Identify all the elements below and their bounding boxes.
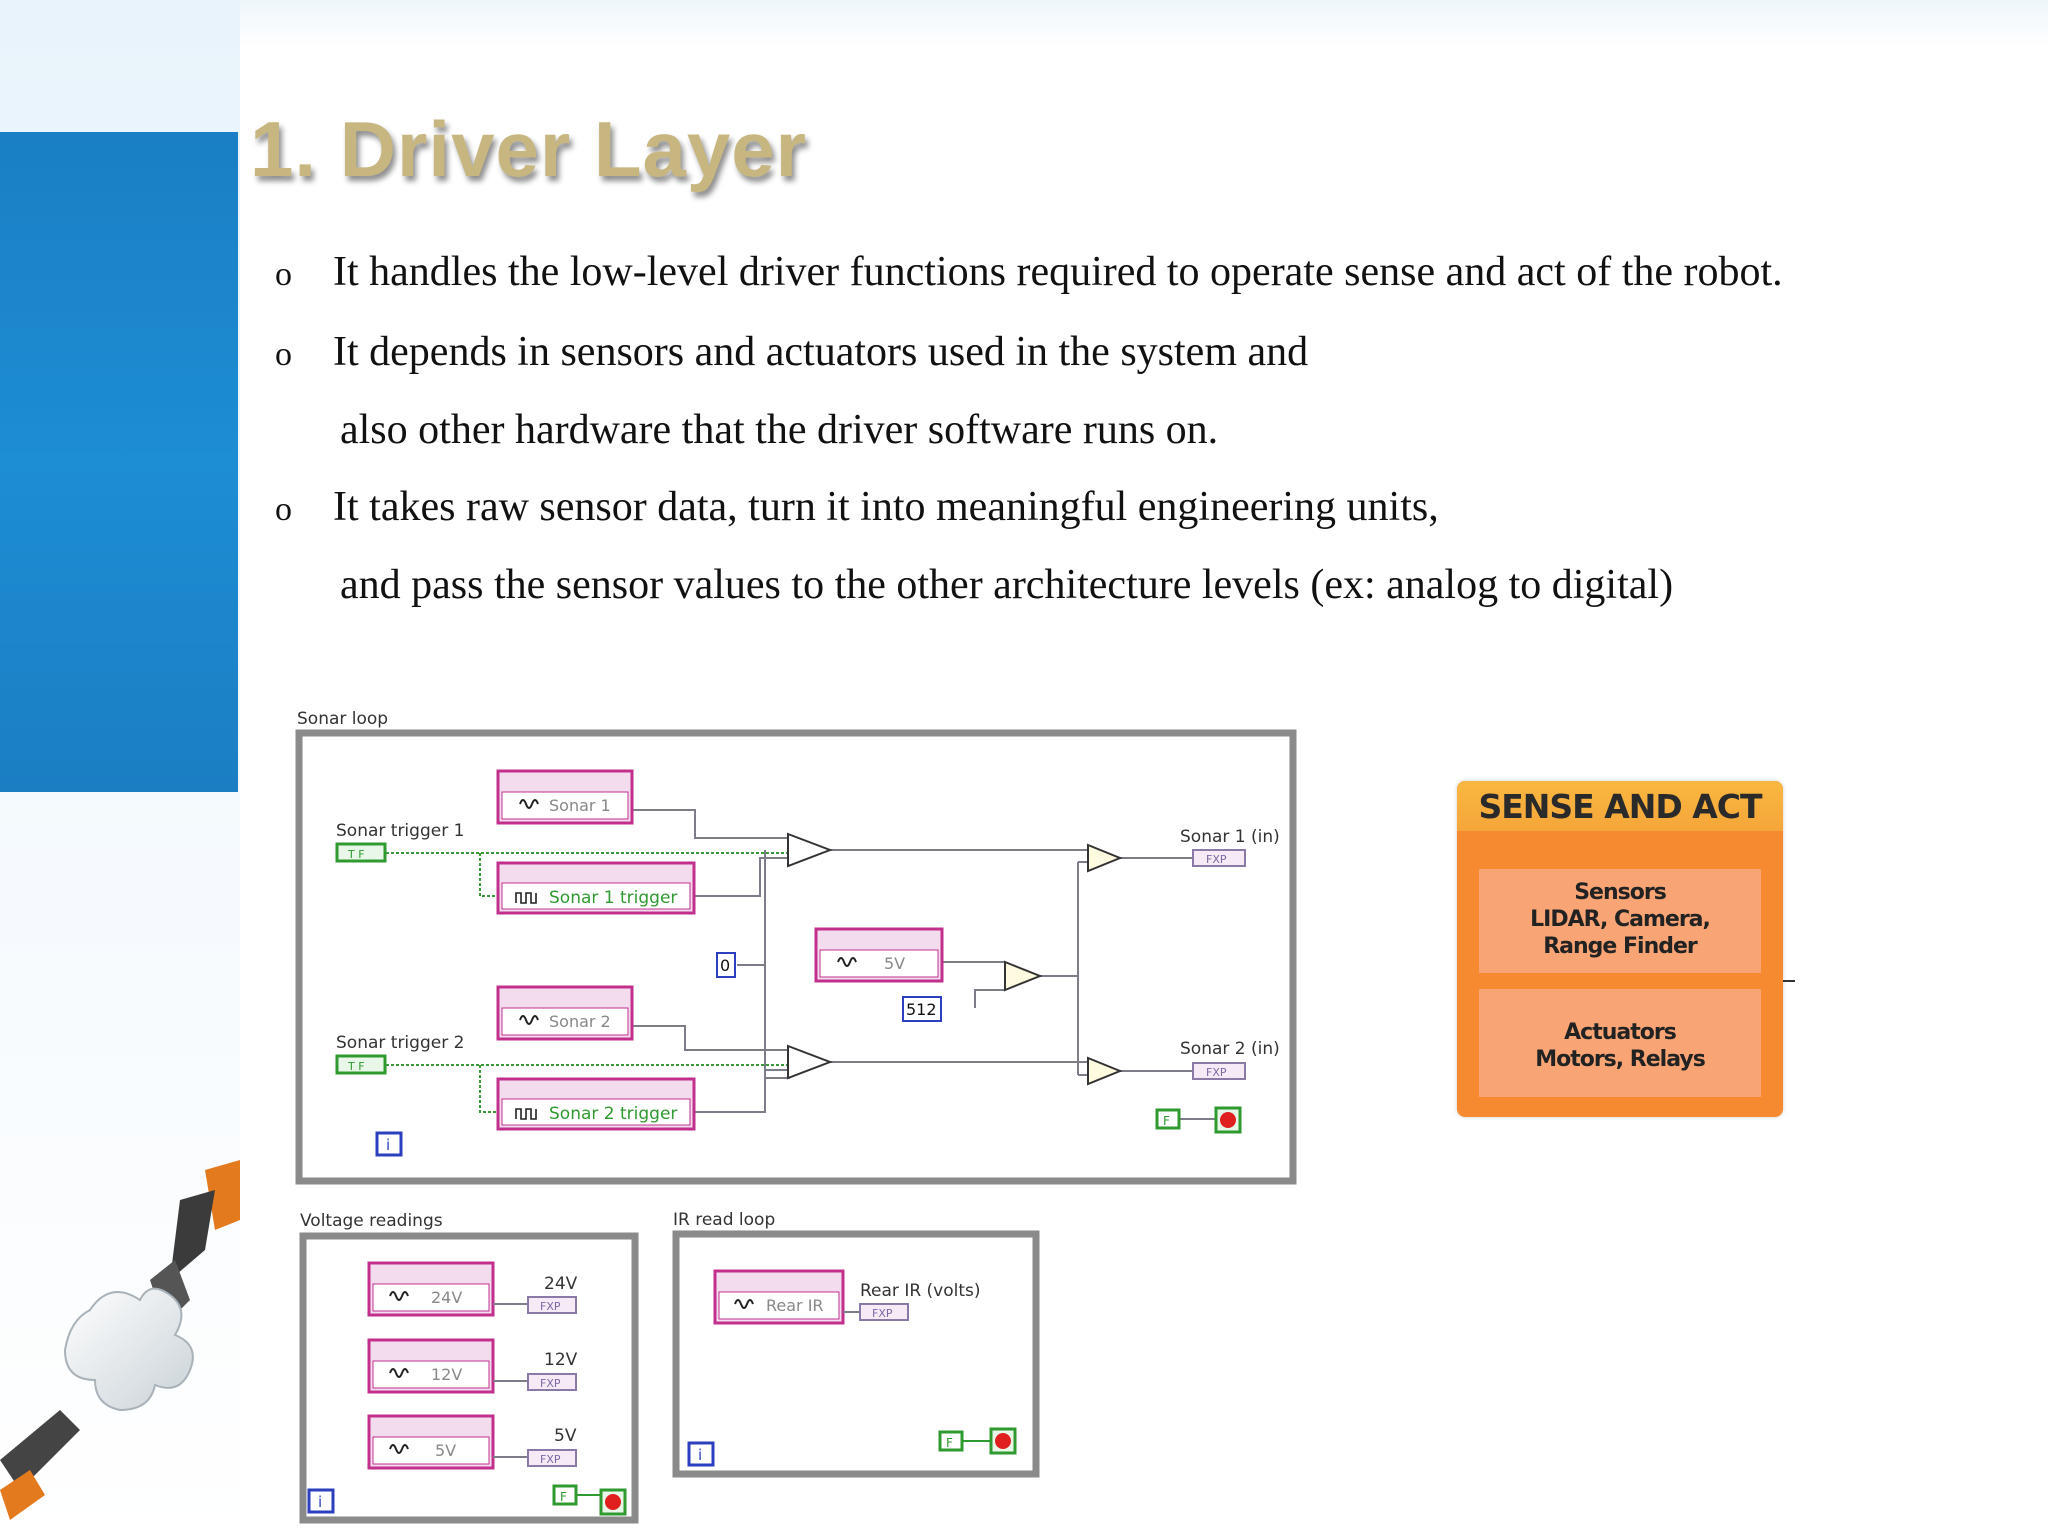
bool-const-1: T F — [347, 848, 365, 861]
voltage-loop-label: Voltage readings — [300, 1211, 443, 1231]
divide-node-1[interactable] — [1087, 843, 1123, 873]
actuators-line: Actuators — [1564, 1020, 1677, 1045]
sense-and-act-panel: SENSE AND ACT Sensors LIDAR, Camera, Ran… — [1457, 781, 1783, 1117]
bullet-continuation: and pass the sensor values to the other … — [340, 562, 1674, 608]
sonar-trigger-1-control[interactable] — [335, 842, 387, 863]
sensors-line: LIDAR, Camera, — [1530, 907, 1711, 932]
bool-const-2: T F — [347, 1060, 365, 1073]
connector-tick — [1783, 980, 1795, 982]
actuators-box: Actuators Motors, Relays — [1479, 989, 1761, 1097]
bullet-mark: o — [275, 336, 292, 373]
rear-ir-output-indicator — [859, 1303, 909, 1321]
bullet-mark: o — [275, 491, 292, 528]
voltage-loop-iteration — [307, 1488, 335, 1514]
constant-512-value: 512 — [906, 1000, 937, 1019]
sonar-2-trigger-label: Sonar 2 trigger — [549, 1104, 677, 1124]
divide-node-2[interactable] — [1087, 1056, 1123, 1086]
bullet-item: o It takes raw sensor data, turn it into … — [275, 483, 1439, 531]
bullet-mark: o — [275, 256, 292, 293]
voltage-24v-out-label: 24V — [544, 1274, 578, 1294]
sense-and-act-title: SENSE AND ACT — [1457, 781, 1783, 831]
select-node-2[interactable] — [787, 1044, 833, 1080]
bullet-item: o It handles the low-level driver functio… — [275, 248, 1783, 296]
zero-constant[interactable] — [716, 952, 736, 978]
voltage-24v-label: 24V — [431, 1288, 462, 1307]
rear-ir-output-fxp: FXP — [872, 1307, 893, 1320]
5v-label: 5V — [884, 954, 905, 973]
ir-loop-false-f: F — [946, 1436, 953, 1450]
bullet-item: o It depends in sensors and actuators use… — [275, 328, 1308, 376]
sonar-1-output-label: Sonar 1 (in) — [1180, 827, 1280, 847]
sonar-1-output-fxp: FXP — [1206, 853, 1227, 866]
voltage-item-12v: 12V 12V FXP — [367, 1338, 578, 1394]
ir-loop-label: IR read loop — [673, 1210, 775, 1230]
top-bar — [240, 0, 2048, 48]
voltage-5v-label: 5V — [435, 1441, 456, 1460]
sonar-2-output-indicator — [1192, 1062, 1246, 1080]
bullet-text: It takes raw sensor data, turn it into m… — [333, 484, 1439, 530]
sensors-line: Range Finder — [1543, 934, 1698, 959]
select-node-1[interactable] — [787, 832, 833, 868]
voltage-loop-iteration-i: i — [318, 1493, 322, 1511]
voltage-5v-out-label: 5V — [554, 1426, 577, 1446]
sonar-1-output-indicator — [1192, 849, 1246, 867]
zero-constant-value: 0 — [720, 956, 730, 975]
ir-loop-iteration-i: i — [698, 1446, 702, 1464]
sonar-1-trigger-label: Sonar 1 trigger — [549, 888, 677, 908]
sensors-box: Sensors LIDAR, Camera, Range Finder — [1479, 869, 1761, 973]
slide-title: 1. Driver Layer — [250, 105, 808, 193]
voltage-24v-fxp: FXP — [540, 1300, 561, 1313]
bullet-continuation: also other hardware that the driver soft… — [340, 407, 1219, 453]
ir-loop-iteration — [687, 1441, 715, 1467]
sonar-loop-iteration-i: i — [386, 1136, 390, 1154]
rear-ir-label: Rear IR — [766, 1296, 824, 1315]
voltage-item-24v: 24V 24V FXP — [367, 1261, 578, 1317]
sonar-2-output-label: Sonar 2 (in) — [1180, 1039, 1280, 1059]
voltage-12v-fxp: FXP — [540, 1377, 561, 1390]
sensors-line: Sensors — [1574, 880, 1667, 905]
sonar-2-output-fxp: FXP — [1206, 1066, 1227, 1079]
voltage-5v-fxp: FXP — [540, 1453, 561, 1466]
robot-arm-puzzle-image — [0, 1160, 240, 1520]
voltage-item-5v: 5V 5V FXP — [367, 1414, 577, 1470]
sonar-trigger-2-control[interactable] — [335, 1054, 387, 1075]
constant-512[interactable] — [902, 996, 942, 1022]
bullet-text: It depends in sensors and actuators used… — [333, 329, 1309, 375]
blue-accent-band — [0, 132, 238, 792]
actuators-line: Motors, Relays — [1535, 1047, 1706, 1072]
sonar-loop-false-const[interactable] — [1155, 1108, 1181, 1130]
sonar-trigger-2-label: Sonar trigger 2 — [336, 1033, 464, 1053]
sonar-trigger-1-label: Sonar trigger 1 — [336, 821, 464, 841]
sonar-loop-label: Sonar loop — [297, 709, 388, 729]
sonar-loop-frame — [295, 729, 1297, 1185]
sonar-1-label: Sonar 1 — [549, 796, 611, 815]
sonar-loop-false-f: F — [1163, 1114, 1170, 1128]
sonar-loop-iteration — [375, 1131, 403, 1157]
rear-ir-output-label: Rear IR (volts) — [860, 1281, 981, 1301]
voltage-loop-false-f: F — [560, 1490, 567, 1504]
bullet-text: It handles the low-level driver function… — [333, 249, 1783, 295]
voltage-12v-out-label: 12V — [544, 1350, 578, 1370]
sonar-2-label: Sonar 2 — [549, 1012, 611, 1031]
voltage-12v-label: 12V — [431, 1365, 462, 1384]
divide-node-center[interactable] — [1004, 960, 1043, 992]
